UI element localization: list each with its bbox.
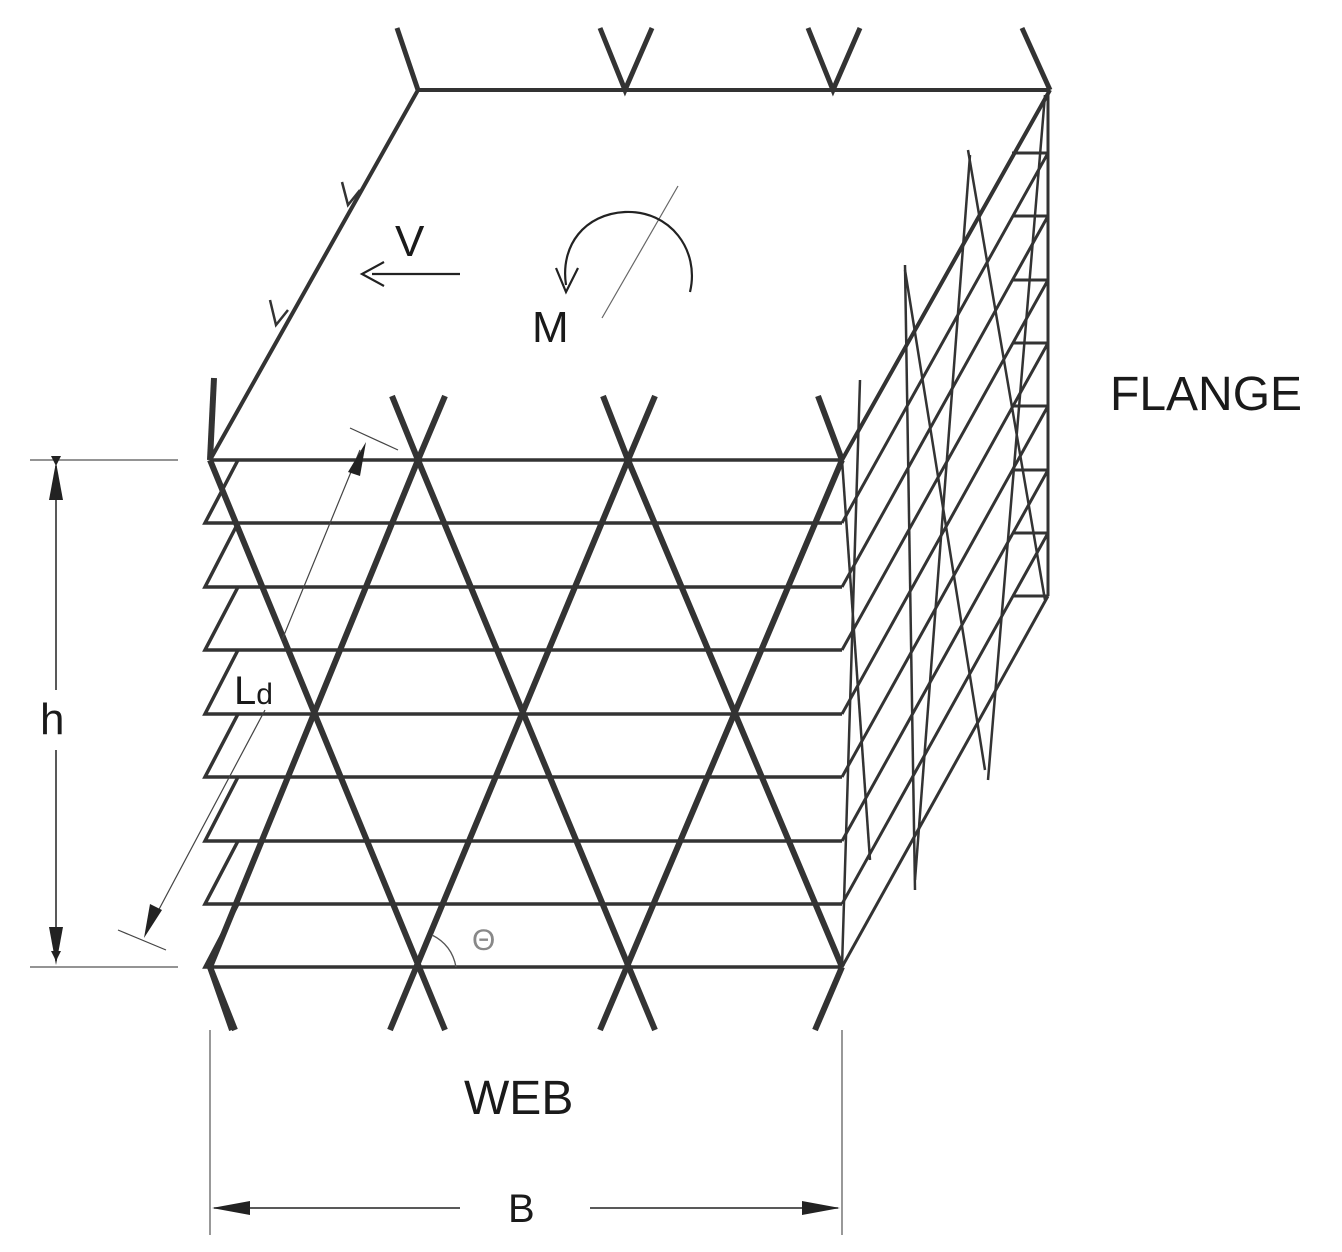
web-label: WEB	[464, 1072, 573, 1125]
moment-arrow	[554, 185, 693, 319]
flange-face	[840, 89, 1052, 968]
width-dimension	[209, 1030, 843, 1235]
width-label: B	[508, 1187, 535, 1231]
height-dimension	[30, 456, 178, 968]
top-plate-left-edge	[208, 89, 420, 461]
web-diagonals	[207, 377, 845, 1032]
diagonal-length-label: Ld	[234, 669, 273, 713]
top-plate	[208, 88, 1052, 461]
angle-arc	[431, 934, 457, 968]
shear-arrow	[359, 261, 460, 287]
back-edge-diagrid-tops	[394, 26, 1053, 97]
diagonal-length-main: L	[234, 669, 256, 713]
diagrid-top-back-2	[597, 27, 655, 97]
web-bottom-left-stub	[207, 966, 235, 1031]
angle-label: Θ	[472, 924, 495, 957]
moment-label: M	[532, 303, 569, 352]
flange-diagonals	[840, 94, 1047, 968]
web-face	[202, 377, 845, 1032]
diagrid-top-back-1	[394, 27, 421, 91]
diagrid-top-back-4	[1019, 26, 1053, 92]
flange-label: FLANGE	[1110, 368, 1302, 421]
left-edge-ticks	[268, 181, 361, 328]
diagonal-length-subscript: d	[256, 678, 273, 711]
diagonal-dimension	[117, 427, 399, 951]
shear-label: V	[395, 217, 425, 266]
height-label: h	[40, 695, 64, 744]
diagrid-top-back-3	[805, 27, 863, 97]
